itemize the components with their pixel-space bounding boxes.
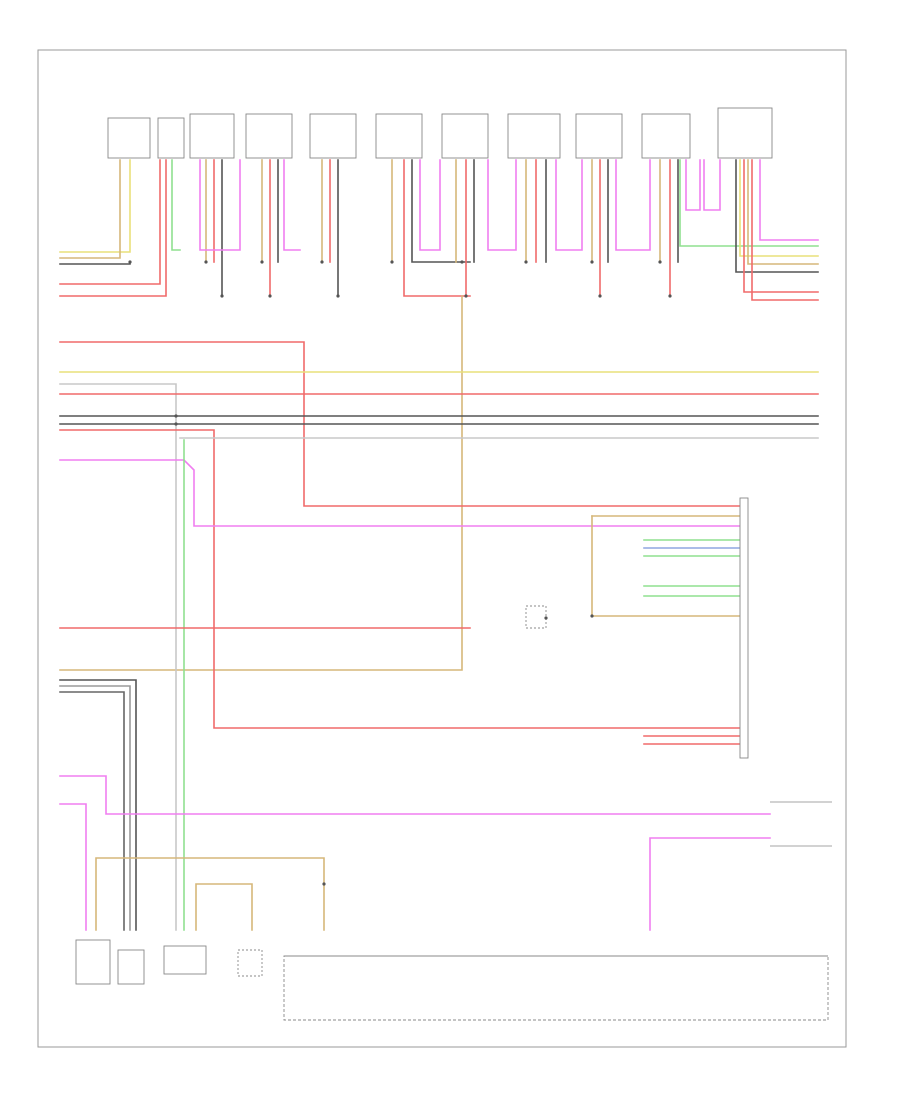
splice-points xyxy=(128,260,672,886)
top-components xyxy=(107,107,773,159)
top-component-10 xyxy=(717,107,773,159)
seat-unit xyxy=(739,497,749,759)
bottom-components xyxy=(75,939,263,985)
top-component-2 xyxy=(189,113,235,159)
top-component-8 xyxy=(575,113,623,159)
bottom-component-1 xyxy=(75,939,111,985)
diagram-frame xyxy=(37,49,847,1048)
lower-control-unit xyxy=(283,955,829,1021)
top-component-3 xyxy=(245,113,293,159)
bottom-component-2 xyxy=(117,949,145,985)
top-component-5 xyxy=(375,113,423,159)
top-component-4 xyxy=(309,113,357,159)
mid-relay xyxy=(525,605,548,629)
bottom-component-3 xyxy=(163,945,207,975)
top-component-1 xyxy=(107,117,185,159)
right-box xyxy=(770,801,832,847)
wires xyxy=(59,159,819,931)
top-component-9 xyxy=(641,113,691,159)
top-component-7 xyxy=(507,113,561,159)
bottom-component-4 xyxy=(237,949,263,977)
top-component-6 xyxy=(441,113,489,159)
